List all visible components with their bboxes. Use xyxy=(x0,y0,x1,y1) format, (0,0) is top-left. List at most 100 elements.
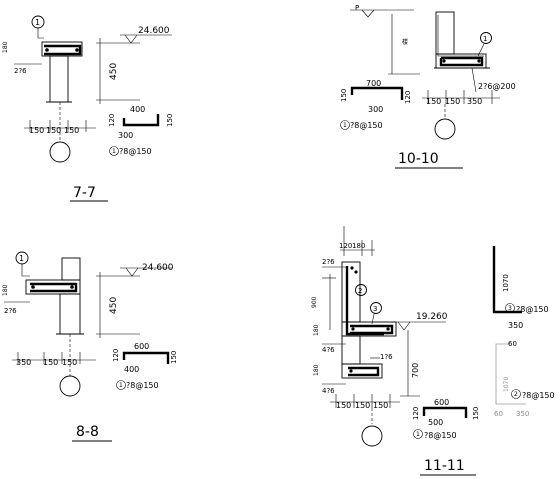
bar-dim-500: 500 xyxy=(428,418,443,427)
rebar-label-2-6: 2?6 xyxy=(14,67,27,75)
callout-bubble-1 xyxy=(413,429,423,439)
callout-text: ?8@150 xyxy=(126,381,159,390)
axis-bubble xyxy=(434,118,456,140)
callout-mark: 1 xyxy=(119,382,123,389)
rebar-dot xyxy=(350,266,354,270)
dim-900: 900 xyxy=(311,296,318,308)
bar-dim-120: 120 xyxy=(112,349,120,362)
rebar-label-2-6-200: 2?6@200 xyxy=(478,82,516,91)
dim-120: 120 xyxy=(339,242,352,250)
dim-150: 150 xyxy=(64,126,79,135)
rebar-dot xyxy=(477,59,481,63)
rebar-mark-number-3: 3 xyxy=(373,305,377,313)
dim-150: 150 xyxy=(336,401,351,410)
dim-150: 150 xyxy=(29,126,44,135)
rebar-dot xyxy=(31,285,35,289)
rebar-label-4-6: 4?6 xyxy=(322,387,335,395)
slab-outline xyxy=(25,279,81,295)
dim-180: 180 xyxy=(313,324,320,336)
bar-dim-1070: 1070 xyxy=(503,377,510,392)
axis-bubble xyxy=(361,425,383,447)
dim-150: 150 xyxy=(445,97,460,106)
rebar-label-2-6: 2?6 xyxy=(322,258,335,266)
slab-rebar xyxy=(44,44,82,56)
leader-line xyxy=(371,313,375,325)
callout-bubble xyxy=(116,380,126,390)
callout-text-2: ?8@150 xyxy=(516,305,549,314)
rebar-dot xyxy=(351,327,355,331)
rebar-dot xyxy=(442,59,446,63)
dim-700: 700 xyxy=(411,363,420,378)
callout-mark: 1 xyxy=(343,122,347,129)
slab-lower xyxy=(341,363,383,379)
dim-350: 350 xyxy=(467,97,482,106)
rebar-dot xyxy=(45,48,49,52)
rebar-dot xyxy=(75,48,79,52)
wall-rebar xyxy=(437,15,484,57)
slab-rebar xyxy=(30,282,78,293)
level-marker xyxy=(361,9,375,18)
rebar-dot xyxy=(70,285,74,289)
bar-dim-60: 60 xyxy=(494,410,503,418)
callout-bubble-3 xyxy=(511,389,521,399)
bar-dim-400: 400 xyxy=(130,105,145,114)
callout-text: ?8@150 xyxy=(350,121,383,130)
leader-line-2 xyxy=(471,67,477,93)
rebar-mark-bubble xyxy=(480,32,492,44)
dim-350: 350 xyxy=(16,358,31,367)
callout-mark: 1 xyxy=(112,148,116,155)
bar-shape-1 xyxy=(422,406,468,418)
bar-shape xyxy=(350,86,404,100)
bar-dim-1070: 1070 xyxy=(502,274,510,292)
bar-dim-600: 600 xyxy=(434,398,449,407)
callout-mark-1: 1 xyxy=(416,431,420,438)
bar-dim-150: 150 xyxy=(170,351,178,364)
bar-shape-2 xyxy=(492,246,522,314)
bar-dim-120: 120 xyxy=(412,407,420,420)
wall-outline xyxy=(435,11,455,55)
callout-mark-2: 3 xyxy=(508,305,512,312)
bar-dim-350: 350 xyxy=(508,321,523,330)
rebar-mark-number: 2 xyxy=(358,287,362,295)
wall-lower xyxy=(59,293,81,335)
slab-rebar xyxy=(439,56,484,67)
rebar-dot xyxy=(349,369,353,373)
bar-dim-60: 60 xyxy=(508,340,517,348)
wall-rebar xyxy=(345,266,384,336)
callout-bubble xyxy=(109,146,119,156)
callout-bubble-2 xyxy=(505,303,515,313)
bar-shape-3 xyxy=(495,343,526,405)
dim-180: 180 xyxy=(2,284,9,296)
rebar-dot xyxy=(386,327,390,331)
axis-bubble xyxy=(59,375,81,397)
bar-dim-300: 300 xyxy=(118,131,133,140)
bar-dim-150: 150 xyxy=(340,89,348,102)
dim-150: 150 xyxy=(426,97,441,106)
rebar-dot xyxy=(354,270,358,274)
bar-dim-120: 120 xyxy=(404,91,412,104)
elevation-value: 19.260 xyxy=(416,312,448,322)
callout-mark-3: 2 xyxy=(514,391,518,398)
section-title: 7-7 xyxy=(73,185,96,201)
dim-450: 450 xyxy=(109,297,119,314)
wall-upper xyxy=(61,257,81,281)
axis-bubble xyxy=(49,141,71,163)
dim-150: 150 xyxy=(62,358,77,367)
vertical-label: 楼 xyxy=(402,38,408,46)
slab-outline xyxy=(341,321,397,337)
bar-dim-350: 350 xyxy=(516,410,529,418)
elevation-marker xyxy=(397,321,411,331)
callout-bubble xyxy=(340,120,350,130)
rebar-mark-number: 1 xyxy=(35,18,40,27)
rebar-label-2-6: 2?6 xyxy=(4,307,17,315)
section-10-10: P 楼 1 700 150 120 300 1 ?8@150 150 150 3… xyxy=(340,4,516,169)
rebar-label-4-6: 4?6 xyxy=(322,346,335,354)
elevation-marker xyxy=(124,34,138,44)
dim-150: 150 xyxy=(43,358,58,367)
rebar-mark-bubble xyxy=(355,284,367,296)
section-11-11: 120 180 2?6 2 900 3 180 4?6 1?6 180 xyxy=(311,226,555,476)
bar-dim-700: 700 xyxy=(366,79,381,88)
bar-dim-600: 600 xyxy=(134,342,149,351)
rebar-label-1-6: 1?6 xyxy=(380,353,393,361)
